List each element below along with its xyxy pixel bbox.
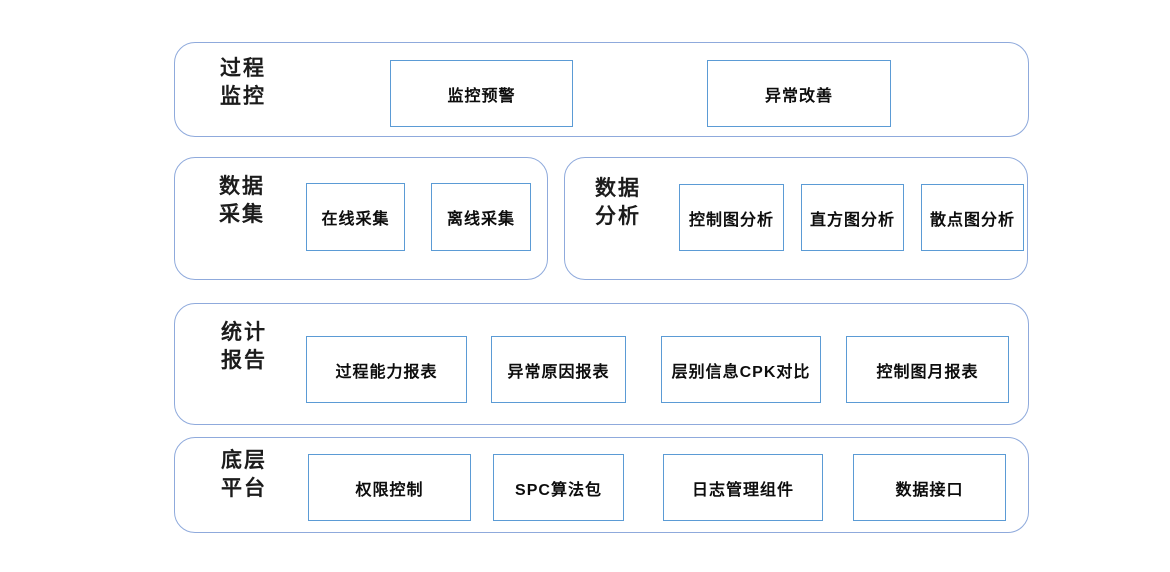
box-control-chart-monthly-report: 控制图月报表 (846, 336, 1009, 403)
section-label-line: 底层 (221, 448, 267, 472)
box-data-interface: 数据接口 (853, 454, 1006, 521)
section-label-data-collection: 数据 采集 (219, 172, 265, 228)
section-label-line: 统计 (221, 320, 267, 344)
section-label-base-platform: 底层 平台 (221, 446, 267, 502)
section-label-line: 监控 (220, 84, 266, 108)
box-permission-control: 权限控制 (308, 454, 471, 521)
box-monitoring-warning: 监控预警 (390, 60, 573, 127)
section-label-line: 分析 (595, 204, 641, 228)
box-process-capability-report: 过程能力报表 (306, 336, 467, 403)
section-data-collection: 数据 采集 在线采集 离线采集 (174, 157, 548, 280)
section-label-data-analysis: 数据 分析 (595, 174, 641, 230)
box-stratified-cpk-comparison: 层别信息CPK对比 (661, 336, 821, 403)
section-data-analysis: 数据 分析 控制图分析 直方图分析 散点图分析 (564, 157, 1028, 280)
box-control-chart-analysis: 控制图分析 (679, 184, 784, 251)
box-log-management-component: 日志管理组件 (663, 454, 823, 521)
section-label-line: 过程 (220, 56, 266, 80)
section-label-line: 数据 (595, 176, 641, 200)
section-label-line: 平台 (221, 476, 267, 500)
section-label-line: 采集 (219, 202, 265, 226)
section-label-statistical-reports: 统计 报告 (221, 318, 267, 374)
box-scatter-plot-analysis: 散点图分析 (921, 184, 1024, 251)
box-online-collection: 在线采集 (306, 183, 405, 251)
box-histogram-analysis: 直方图分析 (801, 184, 904, 251)
section-label-line: 数据 (219, 174, 265, 198)
box-spc-algorithm-package: SPC算法包 (493, 454, 624, 521)
box-abnormal-cause-report: 异常原因报表 (491, 336, 626, 403)
section-process-monitoring: 过程 监控 监控预警 异常改善 (174, 42, 1029, 137)
box-abnormal-improvement: 异常改善 (707, 60, 891, 127)
box-offline-collection: 离线采集 (431, 183, 531, 251)
section-label-process-monitoring: 过程 监控 (220, 54, 266, 110)
section-label-line: 报告 (221, 348, 267, 372)
section-base-platform: 底层 平台 权限控制 SPC算法包 日志管理组件 数据接口 (174, 437, 1029, 533)
section-statistical-reports: 统计 报告 过程能力报表 异常原因报表 层别信息CPK对比 控制图月报表 (174, 303, 1029, 425)
